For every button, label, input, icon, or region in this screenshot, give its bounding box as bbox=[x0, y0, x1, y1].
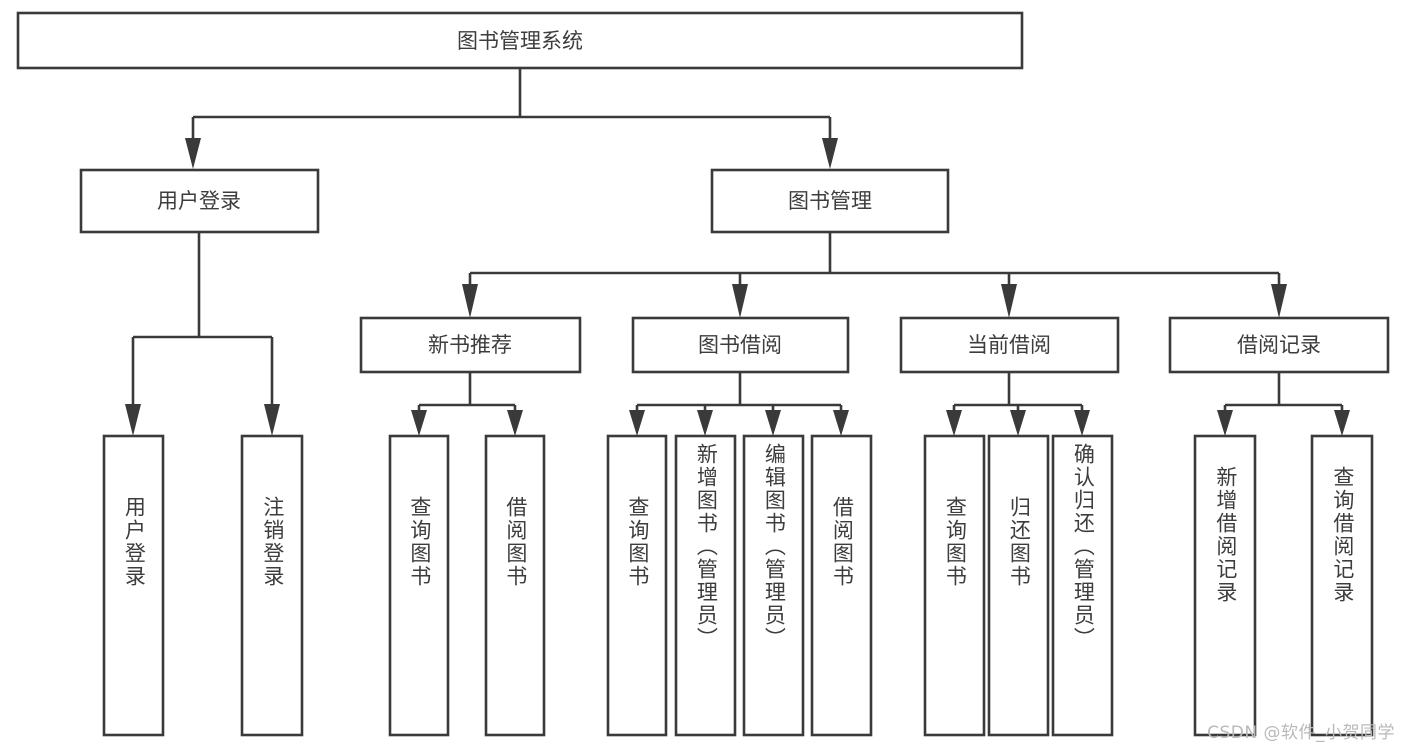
node-new-book-rec-label: 新书推荐 bbox=[428, 333, 512, 357]
node-user-login-label: 用户登录 bbox=[157, 189, 241, 213]
leaf-return-book-box[interactable] bbox=[987, 434, 1050, 737]
arrow-borrow-record-leaf-1 bbox=[1217, 410, 1233, 436]
arrow-book-borrow-leaf-4 bbox=[833, 410, 849, 436]
arrow-book-mgmt-current-borrow bbox=[1001, 284, 1017, 318]
leaf-query-book-2-box[interactable] bbox=[606, 434, 668, 737]
arrow-new-book-rec-leaf-2 bbox=[507, 410, 523, 436]
arrow-new-book-rec-leaf-1 bbox=[411, 410, 427, 436]
arrow-book-borrow-leaf-3 bbox=[765, 410, 781, 436]
leaf-query-book-1-box[interactable] bbox=[388, 434, 450, 737]
arrow-book-mgmt-borrow-record bbox=[1271, 284, 1287, 318]
leaf-query-record-box[interactable] bbox=[1310, 434, 1374, 737]
node-book-borrow-label: 图书借阅 bbox=[698, 333, 782, 357]
node-root[interactable]: 图书管理系统 bbox=[16, 11, 1024, 70]
leaf-confirm-return-box[interactable] bbox=[1051, 434, 1114, 737]
arrow-current-borrow-leaf-1 bbox=[946, 410, 962, 436]
arrow-root-to-user-login bbox=[185, 138, 201, 169]
connector-layer bbox=[125, 68, 1350, 436]
node-current-borrow-box[interactable] bbox=[899, 316, 1120, 374]
arrow-book-borrow-leaf-2 bbox=[697, 410, 713, 436]
leaf-box-layer bbox=[102, 434, 1374, 737]
leaf-borrow-book-2-box[interactable] bbox=[810, 434, 873, 737]
arrow-user-login-leaf-1 bbox=[125, 404, 141, 436]
node-borrow-record-label: 借阅记录 bbox=[1237, 333, 1321, 357]
arrow-borrow-record-leaf-2 bbox=[1334, 410, 1350, 436]
arrow-book-borrow-leaf-1 bbox=[629, 410, 645, 436]
node-user-login[interactable]: 用户登录 bbox=[79, 168, 320, 234]
node-current-borrow[interactable]: 当前借阅 bbox=[899, 316, 1120, 374]
leaf-add-book-box[interactable] bbox=[674, 434, 737, 737]
node-book-borrow-box[interactable] bbox=[631, 316, 850, 374]
node-new-book-rec-box[interactable] bbox=[359, 316, 582, 374]
arrow-book-mgmt-book-borrow bbox=[732, 284, 748, 318]
node-current-borrow-label: 当前借阅 bbox=[967, 333, 1051, 357]
arrow-root-to-book-mgmt bbox=[822, 138, 838, 169]
leaf-logout-box[interactable] bbox=[240, 434, 304, 737]
arrow-book-mgmt-new-book-rec bbox=[462, 284, 478, 318]
watermark: CSDN @软件_小贺同学 bbox=[1207, 723, 1395, 743]
node-new-book-rec[interactable]: 新书推荐 bbox=[359, 316, 582, 374]
arrow-current-borrow-leaf-2 bbox=[1010, 410, 1026, 436]
node-root-label: 图书管理系统 bbox=[457, 29, 583, 53]
node-borrow-record-box[interactable] bbox=[1168, 316, 1390, 374]
node-root-box[interactable] bbox=[16, 11, 1024, 70]
leaf-edit-book-box[interactable] bbox=[742, 434, 805, 737]
node-book-borrow[interactable]: 图书借阅 bbox=[631, 316, 850, 374]
leaf-borrow-book-1-box[interactable] bbox=[484, 434, 546, 737]
leaf-add-record-box[interactable] bbox=[1193, 434, 1257, 737]
leaf-user-login-box[interactable] bbox=[102, 434, 165, 737]
node-book-mgmt-label: 图书管理 bbox=[788, 189, 872, 213]
arrow-user-login-leaf-2 bbox=[264, 404, 280, 436]
leaf-query-book-3-box[interactable] bbox=[923, 434, 986, 737]
node-book-mgmt-box[interactable] bbox=[710, 168, 950, 234]
node-book-mgmt[interactable]: 图书管理 bbox=[710, 168, 950, 234]
node-borrow-record[interactable]: 借阅记录 bbox=[1168, 316, 1390, 374]
arrow-current-borrow-leaf-3 bbox=[1074, 410, 1090, 436]
node-user-login-box[interactable] bbox=[79, 168, 320, 234]
